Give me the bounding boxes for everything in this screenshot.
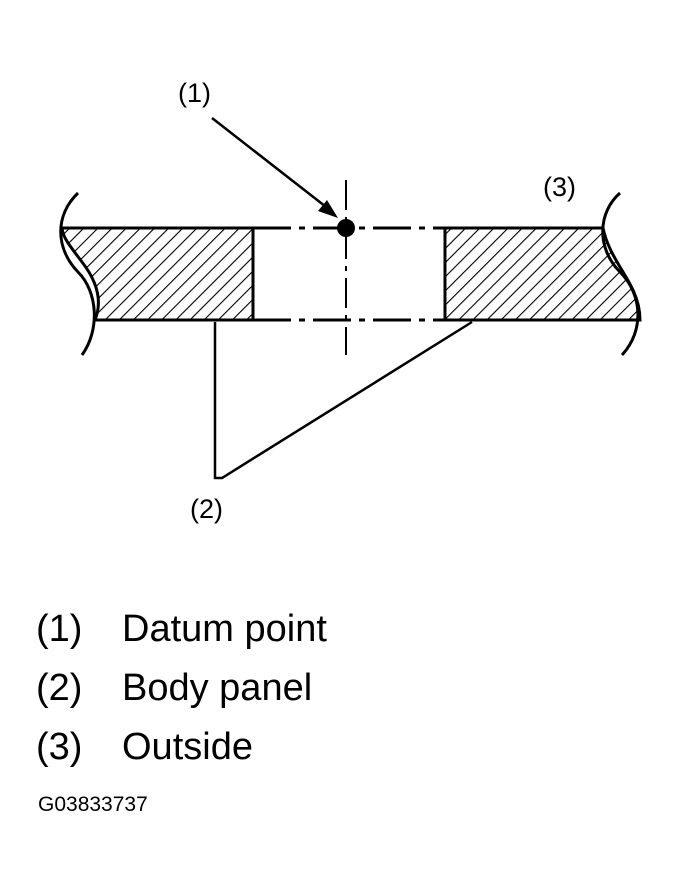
left-break-line — [59, 191, 96, 356]
datum-point-dot — [337, 219, 355, 237]
right-panel-section — [443, 226, 642, 322]
legend-label: Outside — [122, 726, 253, 768]
legend-number: (3) — [36, 726, 83, 768]
legend: (1) Datum point (2) Body panel (3) Outsi… — [36, 600, 327, 777]
datum-point-diagram: (1) (2) (3) — [59, 78, 642, 524]
leader-line-1 — [211, 117, 331, 211]
legend-label: Body panel — [122, 667, 313, 709]
left-panel-section — [60, 226, 255, 322]
legend-item: (2) Body panel — [36, 659, 327, 718]
callout-3-label: (3) — [543, 172, 576, 202]
figure-code: G03833737 — [38, 793, 148, 816]
leader-arrowhead-1 — [318, 200, 338, 218]
legend-label: Datum point — [122, 608, 327, 650]
right-break-line — [601, 191, 640, 357]
legend-number: (2) — [36, 667, 83, 709]
callout-1-label: (1) — [178, 78, 211, 108]
legend-item: (3) Outside — [36, 718, 327, 777]
callout-2-label: (2) — [190, 494, 223, 524]
legend-number: (1) — [36, 608, 83, 650]
legend-item: (1) Datum point — [36, 600, 327, 659]
leader-line-2 — [213, 320, 473, 480]
